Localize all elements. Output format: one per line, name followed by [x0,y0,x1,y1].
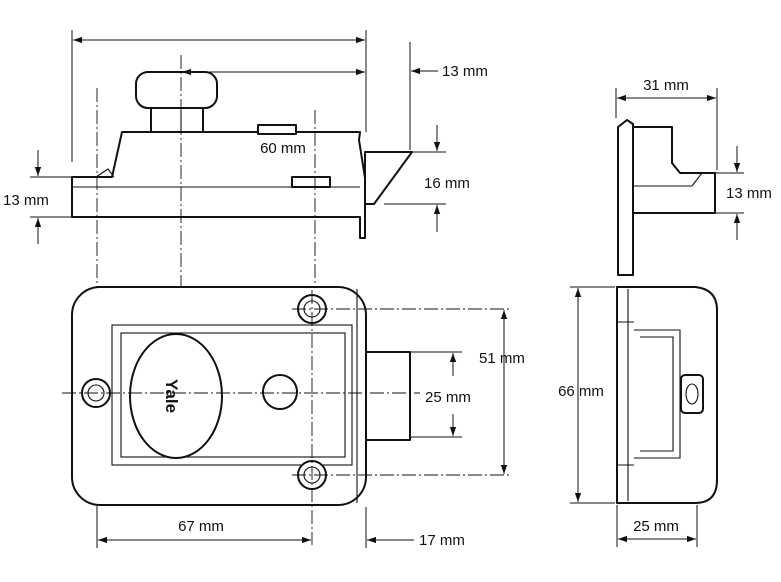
snib-knob [135,71,218,109]
dim-13mm-top: 13 mm [442,63,488,80]
inner-panel-outer [111,324,353,466]
yale-badge [129,333,223,459]
dim-25mm-depth: 25 mm [633,518,679,535]
dim-13mm-left: 13 mm [3,192,49,209]
dim-60mm: 60 mm [260,140,306,157]
end-case [616,286,718,504]
latch-bolt-front [365,351,411,441]
top-tab-2 [291,176,331,188]
yale-logo-text: Yale [162,379,181,413]
top-view [71,55,413,520]
latch-bolt-top [364,151,413,205]
top-dimensions: 60 mm 13 mm 13 mm 16 mm [3,30,488,244]
side-view: 31 mm 13 mm [615,77,772,276]
end-view: 66 mm 25 mm [558,286,718,547]
keyhole [262,374,298,410]
top-tab-1 [257,124,297,135]
dim-67mm: 67 mm [178,518,224,535]
dim-51mm: 51 mm [479,350,525,367]
dim-25mm-bolt: 25 mm [425,389,471,406]
dim-17mm: 17 mm [419,532,465,549]
front-view: Yale [62,286,512,545]
dim-16mm: 16 mm [424,175,470,192]
lock-body-top [71,131,366,239]
dim-31mm: 31 mm [643,77,689,94]
end-screw-boss [680,374,704,414]
side-plate [617,119,634,276]
side-body [632,126,716,214]
front-dimensions: 51 mm 25 mm 67 mm 17 mm [96,310,525,549]
dim-66mm: 66 mm [558,383,604,400]
dim-13mm-side: 13 mm [726,185,772,202]
inner-panel-inner [120,332,346,458]
